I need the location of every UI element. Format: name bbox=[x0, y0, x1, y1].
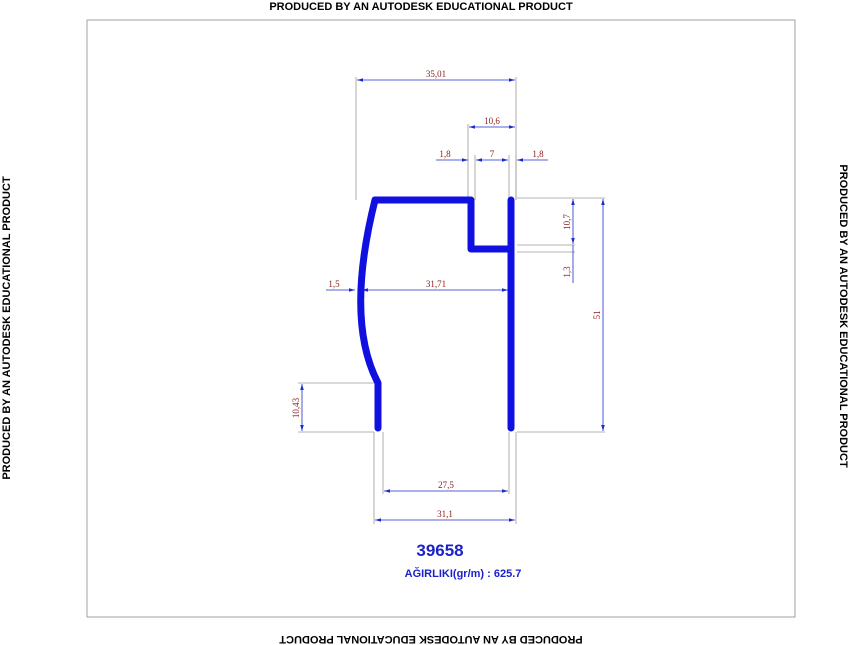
dim-overall-top-width: 35,01 bbox=[426, 69, 446, 79]
weight-label: AĞIRLIKI(gr/m) : 625.7 bbox=[405, 567, 522, 580]
dim-curve-offset: 1,5 bbox=[328, 279, 340, 289]
dim-total-height: 51 bbox=[592, 311, 602, 320]
dim-slot-wall: 1,3 bbox=[562, 266, 572, 278]
watermark-top: PRODUCED BY AN AUTODESK EDUCATIONAL PROD… bbox=[269, 1, 573, 13]
profile-section bbox=[357, 196, 515, 432]
dim-slot-inner: 7 bbox=[490, 149, 495, 159]
watermark-right: PRODUCED BY AN AUTODESK EDUCATIONAL PROD… bbox=[837, 164, 849, 468]
dim-leg-height: 10,43 bbox=[291, 397, 301, 418]
dim-bottom-outer: 31,1 bbox=[437, 509, 453, 519]
drawing-frame bbox=[86, 19, 796, 618]
dimension-lines bbox=[300, 78, 605, 522]
dim-wall-right: 1,8 bbox=[532, 149, 544, 159]
dim-wall-left: 1,8 bbox=[439, 149, 451, 159]
dim-inner-width: 31,71 bbox=[426, 279, 446, 289]
dim-slot-depth: 10,7 bbox=[562, 214, 572, 230]
dim-slot-width: 10,6 bbox=[484, 116, 500, 126]
extension-lines bbox=[298, 77, 605, 524]
dim-bottom-inner: 27,5 bbox=[438, 480, 454, 490]
watermark-bottom: PRODUCED BY AN AUTODESK EDUCATIONAL PROD… bbox=[279, 633, 583, 645]
part-number: 39658 bbox=[416, 541, 463, 560]
watermark-left: PRODUCED BY AN AUTODESK EDUCATIONAL PROD… bbox=[1, 176, 13, 480]
